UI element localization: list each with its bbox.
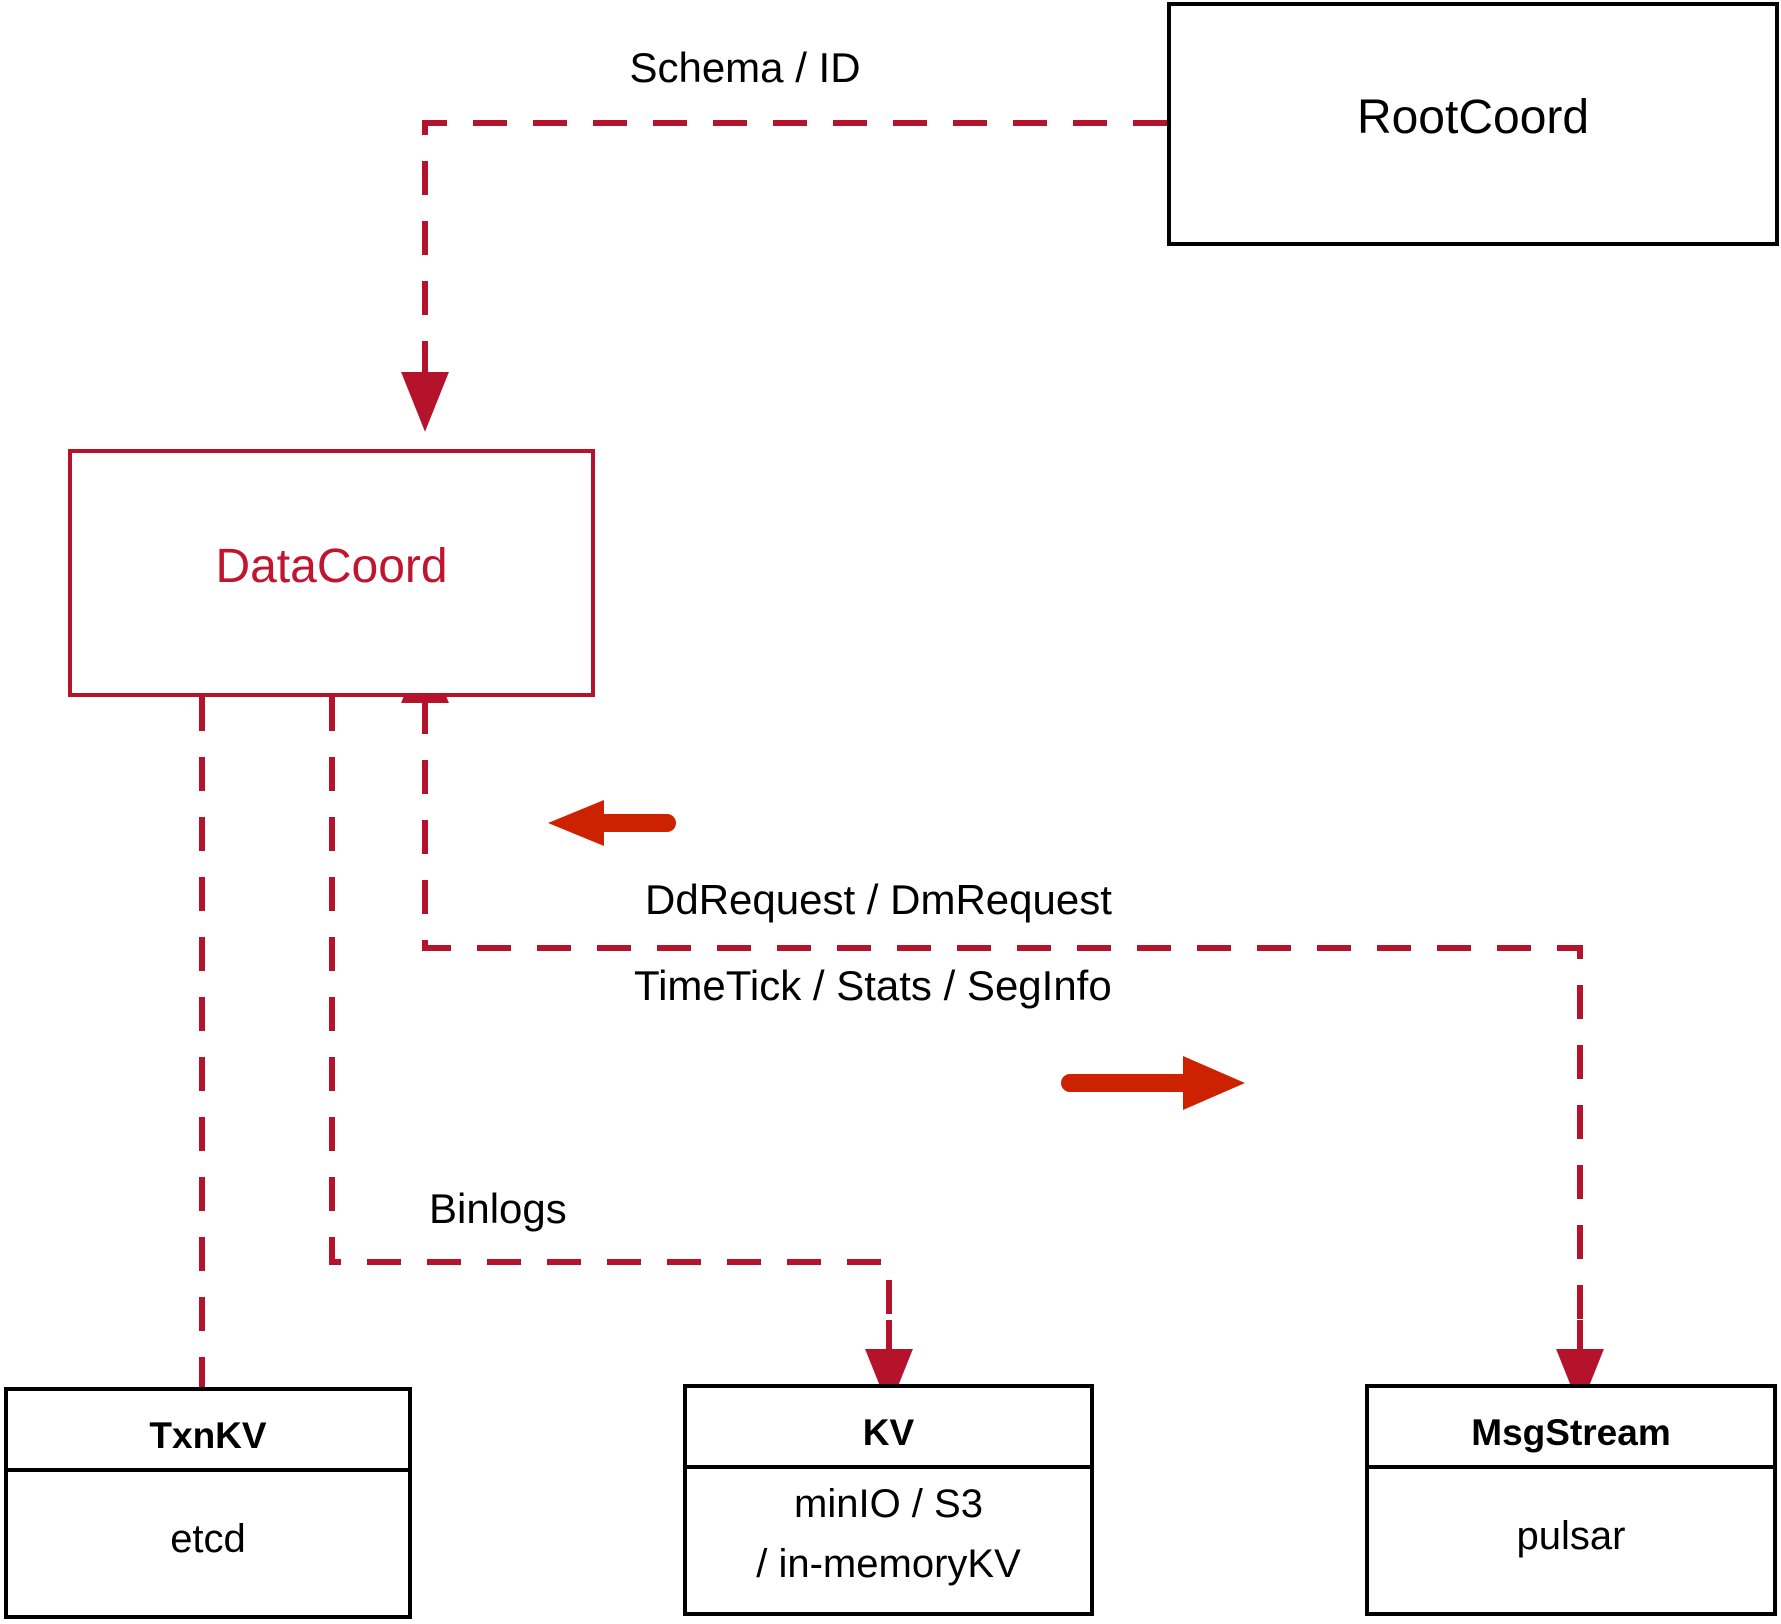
node-txnkv-label: TxnKV xyxy=(149,1415,267,1456)
node-msgstream-label: MsgStream xyxy=(1471,1412,1671,1453)
node-txnkv-body: etcd xyxy=(170,1517,246,1561)
direction-arrow-left xyxy=(548,800,676,846)
edge-label-binlogs: Binlogs xyxy=(429,1185,567,1232)
edge-label-schema-id: Schema / ID xyxy=(629,44,861,91)
node-kv-label: KV xyxy=(862,1412,915,1453)
edge-msgstream-datacoord xyxy=(401,643,1604,1409)
node-msgstream-divider xyxy=(1369,1465,1773,1469)
edge-schema-id xyxy=(401,120,1167,432)
node-rootcoord-label: RootCoord xyxy=(1356,91,1590,144)
node-txnkv-divider xyxy=(8,1468,408,1472)
node-msgstream[interactable]: MsgStream pulsar xyxy=(1365,1384,1777,1616)
node-kv-body-line1: minIO / S3 xyxy=(794,1482,983,1526)
node-txnkv[interactable]: TxnKV etcd xyxy=(4,1387,412,1619)
node-kv-divider xyxy=(687,1465,1090,1469)
node-kv-body-line2: / in-memoryKV xyxy=(756,1542,1021,1586)
node-kv[interactable]: KV minIO / S3 / in-memoryKV xyxy=(683,1384,1094,1616)
edge-label-dd-dm-request: DdRequest / DmRequest xyxy=(645,876,1112,923)
node-datacoord[interactable]: DataCoord xyxy=(68,449,595,697)
node-datacoord-label: DataCoord xyxy=(215,540,448,593)
edge-datacoord-kv-binlogs xyxy=(329,697,913,1409)
edge-label-timetick-stats-seginfo: TimeTick / Stats / SegInfo xyxy=(634,962,1112,1009)
node-msgstream-body: pulsar xyxy=(1516,1514,1626,1558)
node-rootcoord[interactable]: RootCoord xyxy=(1167,2,1779,246)
direction-arrow-right xyxy=(1061,1056,1245,1110)
